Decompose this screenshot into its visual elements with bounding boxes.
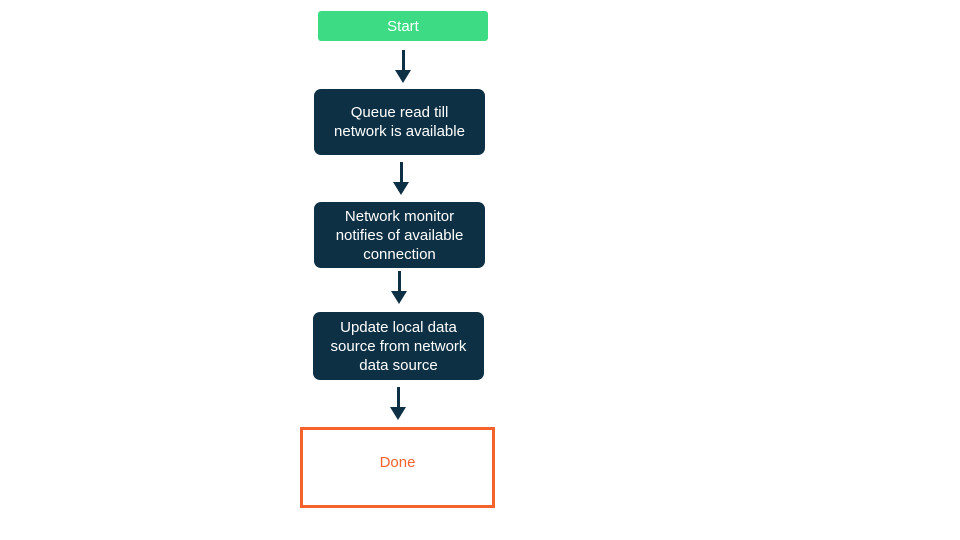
arrow-head-down-icon [395, 70, 411, 83]
flow-node-queue-read-line: Queue read till [350, 104, 449, 121]
flow-node-done: Done [300, 427, 495, 508]
flow-node-network-monitor-line: connection [363, 245, 436, 263]
flow-node-start: Start [318, 11, 488, 41]
arrow-stem [401, 50, 405, 70]
arrow-stem [396, 387, 400, 407]
flow-arrow-start-to-queue [395, 50, 411, 83]
flow-arrow-update-to-done [390, 387, 406, 420]
flow-node-update-local-line: source from network [330, 337, 467, 355]
flow-node-queue-read-line: network is available [334, 123, 465, 140]
flow-arrow-monitor-to-update [391, 271, 407, 304]
flow-node-network-monitor: Network monitor notifies of available co… [314, 202, 485, 268]
flow-arrow-queue-to-monitor [393, 162, 409, 195]
flow-node-update-local-line: data source [359, 356, 438, 374]
flow-node-update-local: Update local data source from network da… [313, 312, 484, 380]
arrow-stem [397, 271, 401, 291]
arrow-head-down-icon [393, 182, 409, 195]
flow-node-start-label: Start [387, 17, 419, 35]
flow-node-update-local-line: Update local data [340, 318, 457, 336]
flow-node-queue-read: Queue read till network is available [314, 89, 485, 155]
flow-node-network-monitor-line: notifies of available [335, 226, 464, 244]
arrow-stem [399, 162, 403, 182]
arrow-head-down-icon [390, 407, 406, 420]
arrow-head-down-icon [391, 291, 407, 304]
flow-node-done-label: Done [379, 454, 416, 471]
flow-node-network-monitor-line: Network monitor [344, 207, 455, 225]
